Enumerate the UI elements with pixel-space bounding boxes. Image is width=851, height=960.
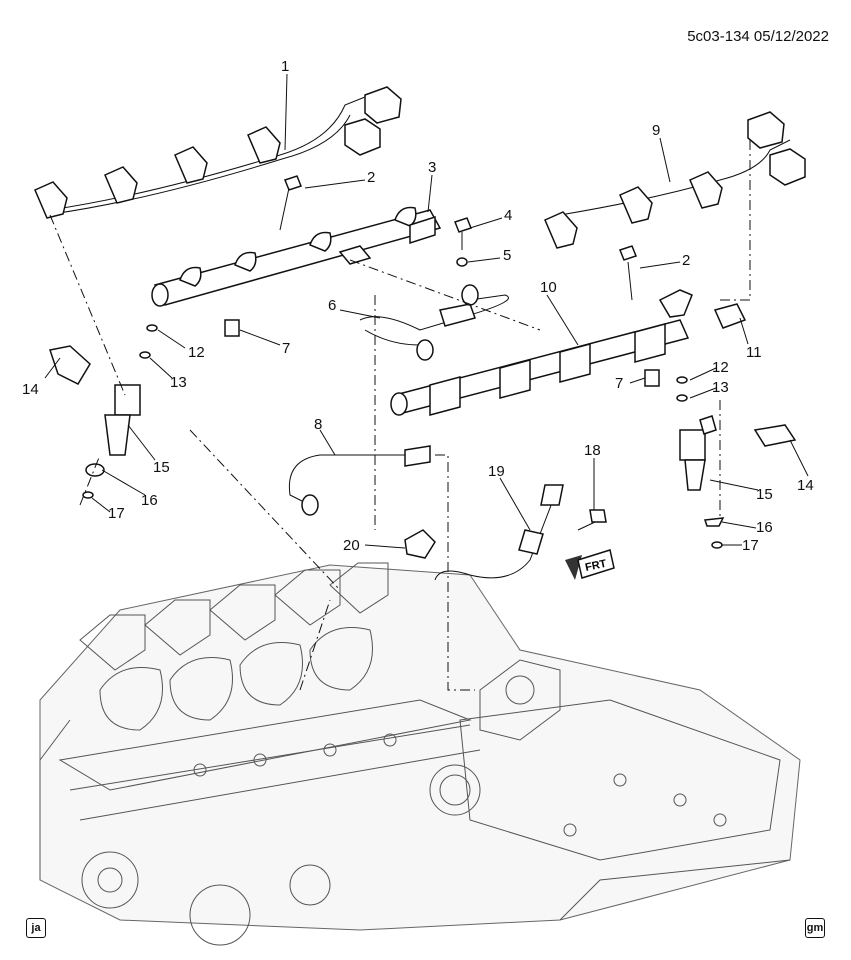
fuel-rail-bolt-right <box>619 245 637 301</box>
callout-14b: 14 <box>797 477 814 494</box>
high-pressure-fuel-pipe <box>434 484 564 581</box>
callout-14: 14 <box>22 381 39 398</box>
callout-labels: 1 2 3 4 5 6 7 8 9 10 2 11 12 13 7 12 13 … <box>22 58 814 554</box>
callout-5: 5 <box>503 247 511 264</box>
seal-16-right <box>703 517 725 527</box>
callout-4: 4 <box>504 207 512 224</box>
callout-8: 8 <box>314 416 322 433</box>
injector-retainer-14-left <box>49 345 91 385</box>
callout-3: 3 <box>428 159 436 176</box>
engine-block <box>39 562 801 946</box>
catalog-badge: ja <box>26 918 46 938</box>
callout-2: 2 <box>367 169 375 186</box>
callout-18: 18 <box>584 442 601 459</box>
leader-lines <box>44 73 809 549</box>
washer-5 <box>456 257 468 267</box>
fuel-crossover-tube <box>359 284 509 361</box>
seal-12-left <box>146 324 158 332</box>
callout-19: 19 <box>488 463 505 480</box>
fuel-feed-pipe <box>288 445 431 516</box>
callout-13b: 13 <box>712 379 729 396</box>
seal-17-right <box>711 541 723 549</box>
insulator-7-right <box>644 369 660 387</box>
callout-16b: 16 <box>756 519 773 536</box>
callout-6: 6 <box>328 297 336 314</box>
frt-label: FRT <box>584 558 608 574</box>
seal-16-left <box>85 463 105 477</box>
callout-15: 15 <box>153 459 170 476</box>
callout-12b: 12 <box>712 359 729 376</box>
clip-20 <box>404 529 436 559</box>
callout-15b: 15 <box>756 486 773 503</box>
left-injector-wire-harness <box>34 86 402 219</box>
fuel-pressure-sensor <box>713 303 747 329</box>
callout-2b: 2 <box>682 252 690 269</box>
callout-12: 12 <box>188 344 205 361</box>
callout-11: 11 <box>746 344 762 361</box>
injector-retainer-14-right <box>753 424 797 447</box>
callout-20: 20 <box>343 537 360 554</box>
callout-13: 13 <box>170 374 187 391</box>
left-fuel-rail <box>151 206 442 307</box>
fuel-rail-bolt-left <box>279 175 302 231</box>
right-injector-wire-harness <box>544 111 806 249</box>
insulator-7-left <box>224 319 240 337</box>
seal-13-left <box>139 351 151 359</box>
bolt-18 <box>577 509 607 531</box>
callout-7: 7 <box>282 340 290 357</box>
fuel-injector-right <box>679 415 717 491</box>
callout-7b: 7 <box>615 375 623 392</box>
seal-13-right <box>676 394 688 402</box>
alignment-lines <box>49 140 751 691</box>
callout-10: 10 <box>540 279 557 296</box>
seal-17-left <box>82 491 94 499</box>
callout-17b: 17 <box>742 537 759 554</box>
callout-16: 16 <box>141 492 158 509</box>
seal-12-right <box>676 376 688 384</box>
callout-9: 9 <box>652 122 660 139</box>
gm-logo-badge: gm <box>805 918 825 938</box>
front-direction-arrow: FRT <box>565 549 615 580</box>
bolt-4 <box>454 217 472 250</box>
right-fuel-rail <box>390 289 693 416</box>
fuel-injector-left <box>104 384 141 456</box>
callout-17: 17 <box>108 505 125 522</box>
callout-1: 1 <box>281 58 289 75</box>
diagram-reference-code: 5c03-134 05/12/2022 <box>687 28 829 45</box>
